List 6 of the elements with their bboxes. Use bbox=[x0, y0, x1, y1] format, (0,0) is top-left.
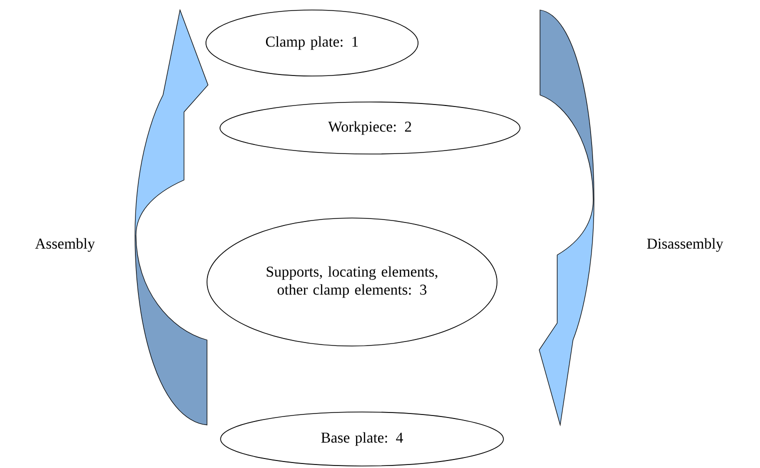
ellipse-node: Supports, locating elements, other clamp elements: 3 bbox=[206, 218, 498, 346]
side-label: Assembly bbox=[35, 238, 95, 252]
ellipse-node: Workpiece: 2 bbox=[220, 102, 520, 154]
side-label: Disassembly bbox=[647, 238, 724, 252]
ellipse-node: Clamp plate: 1 bbox=[206, 10, 418, 76]
ellipse-node: Base plate: 4 bbox=[220, 412, 504, 466]
